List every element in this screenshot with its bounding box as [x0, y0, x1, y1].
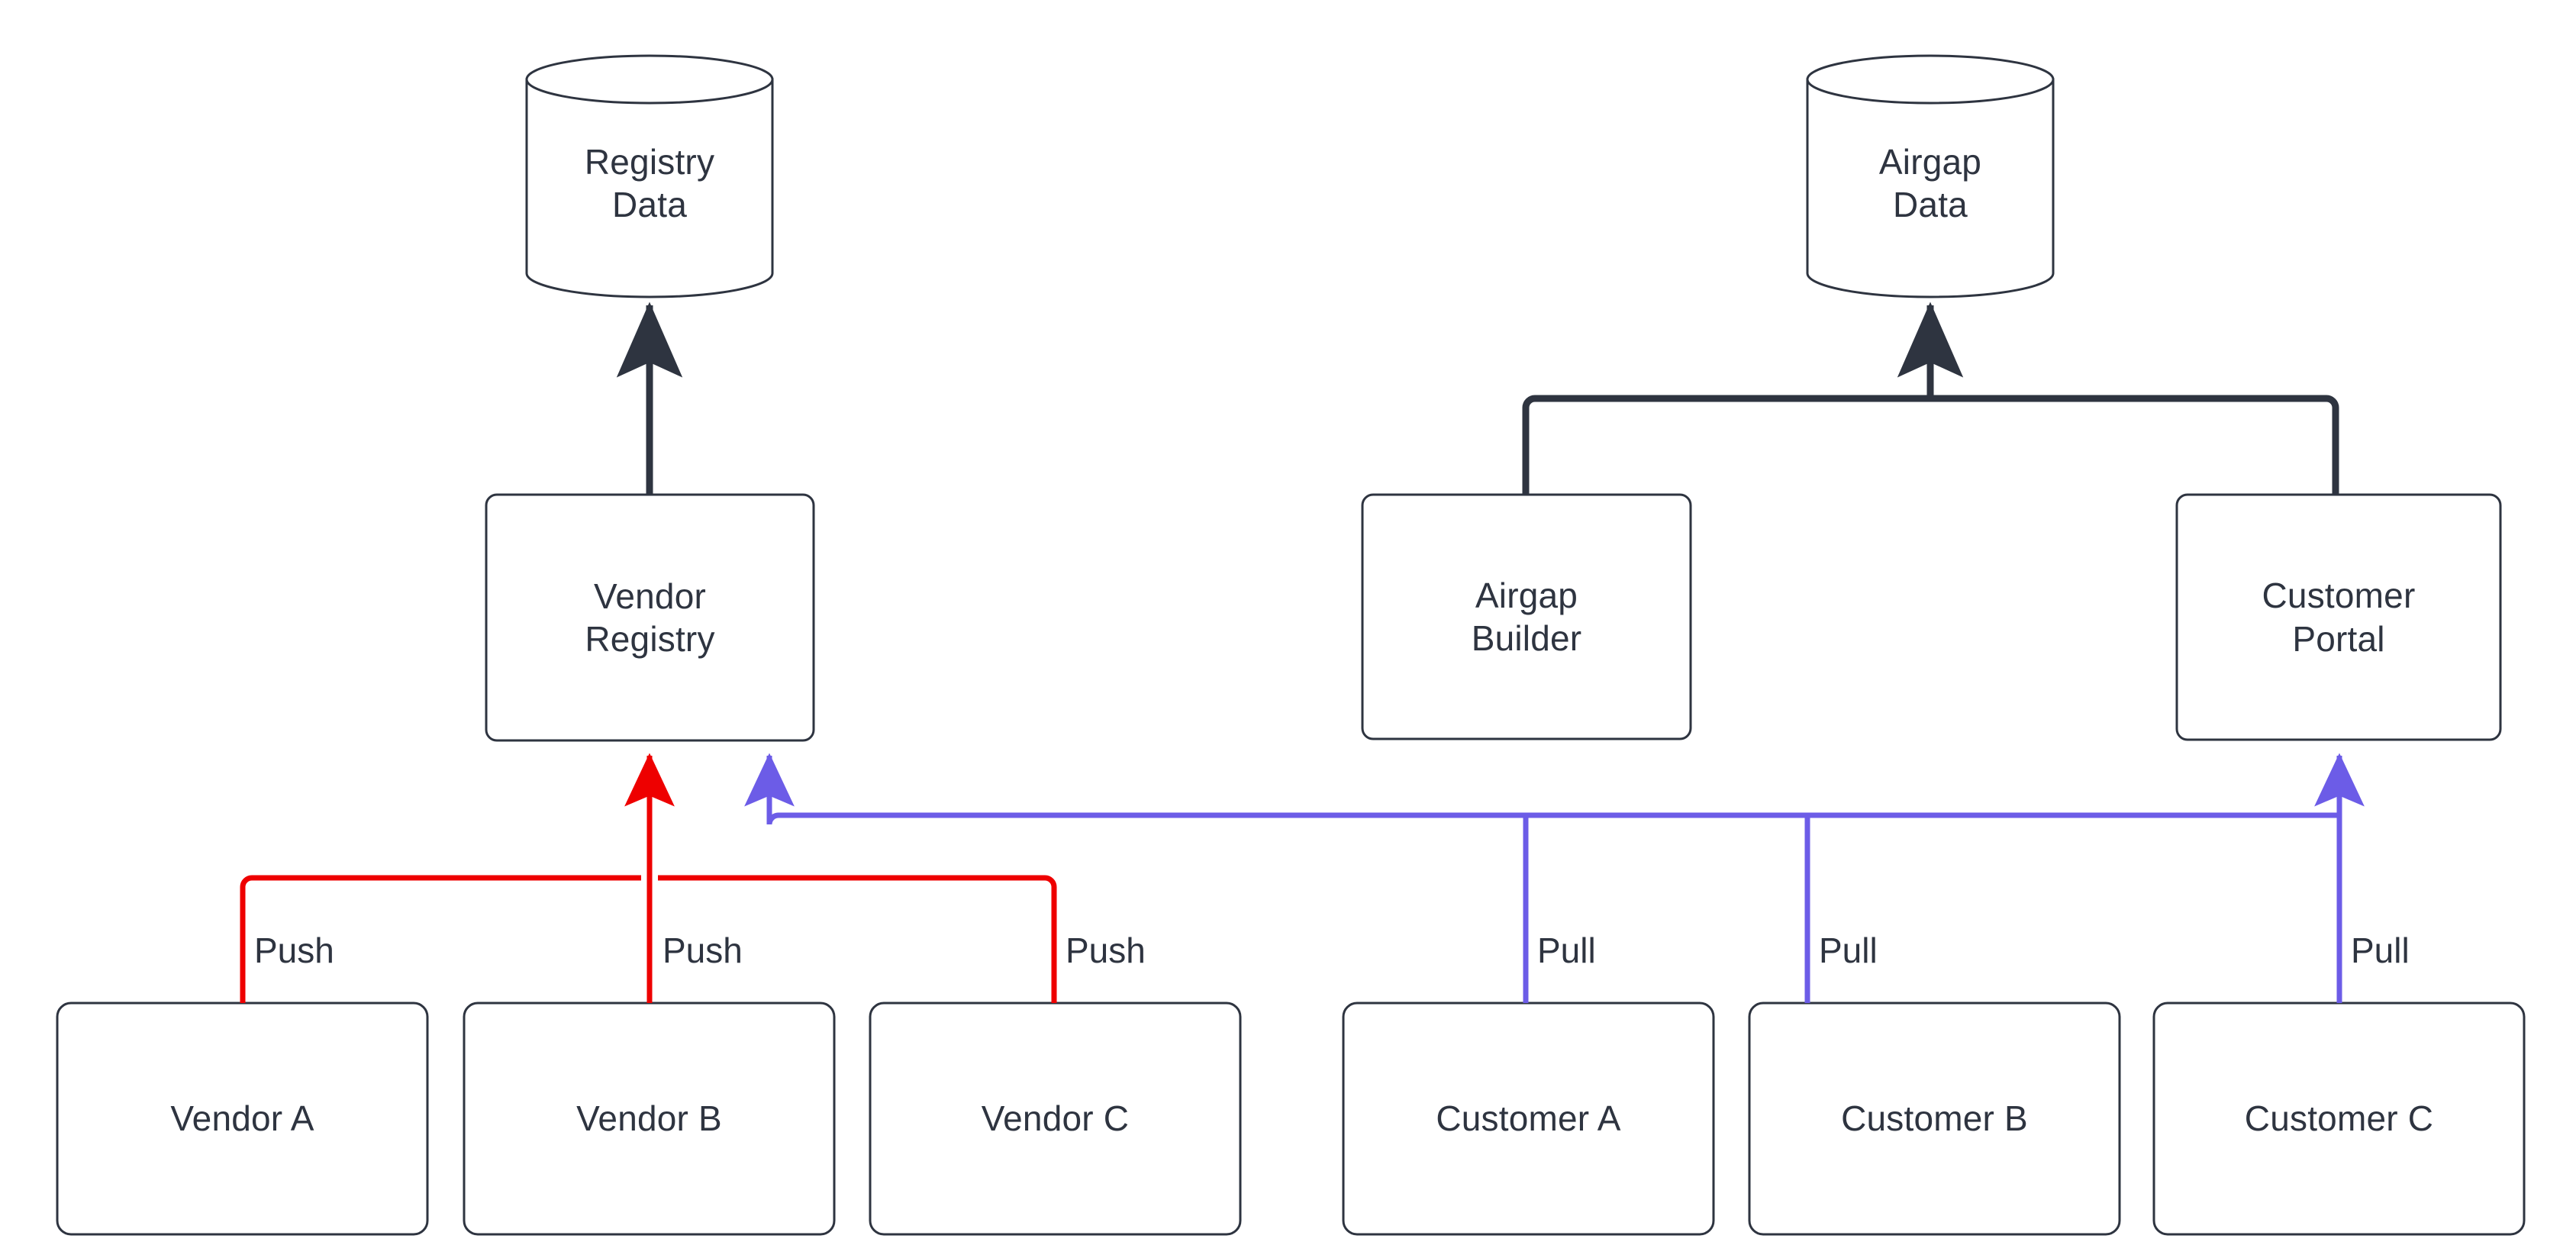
edge-pull-bus-to-vendor-registry[interactable]: [744, 753, 2339, 825]
edge-label-pull-customer-a: Pull: [1537, 931, 1596, 970]
customer-a-box-shape[interactable]: [1342, 1002, 1715, 1236]
edge-customer-portal-to-airgap-data[interactable]: [1930, 395, 2339, 495]
edge-vendor-a-push[interactable]: [240, 875, 641, 1003]
vendor-c-box-shape[interactable]: [869, 1002, 1242, 1236]
airgap-builder-box-shape[interactable]: [1361, 493, 1692, 740]
customer-b-box-shape[interactable]: [1748, 1002, 2121, 1236]
edge-airgap-builder-to-airgap-data[interactable]: [1522, 395, 1930, 495]
customer-c-box-shape[interactable]: [2152, 1002, 2526, 1236]
customer-portal-box-shape[interactable]: [2175, 493, 2502, 741]
edge-vendor-c-push[interactable]: [658, 875, 1057, 1003]
vendor-a-box-shape[interactable]: [56, 1002, 429, 1236]
edge-label-pull-customer-c: Pull: [2351, 931, 2410, 970]
edge-label-push-vendor-b: Push: [663, 931, 743, 970]
edge-label-push-vendor-c: Push: [1066, 931, 1146, 970]
vendor-registry-box-shape[interactable]: [485, 493, 815, 742]
registry-data-cylinder-shape[interactable]: [525, 54, 774, 298]
edge-label-pull-customer-b: Pull: [1819, 931, 1878, 970]
edge-label-push-vendor-a: Push: [254, 931, 334, 970]
vendor-b-box-shape[interactable]: [463, 1002, 836, 1236]
airgap-data-cylinder-shape[interactable]: [1806, 54, 2055, 298]
